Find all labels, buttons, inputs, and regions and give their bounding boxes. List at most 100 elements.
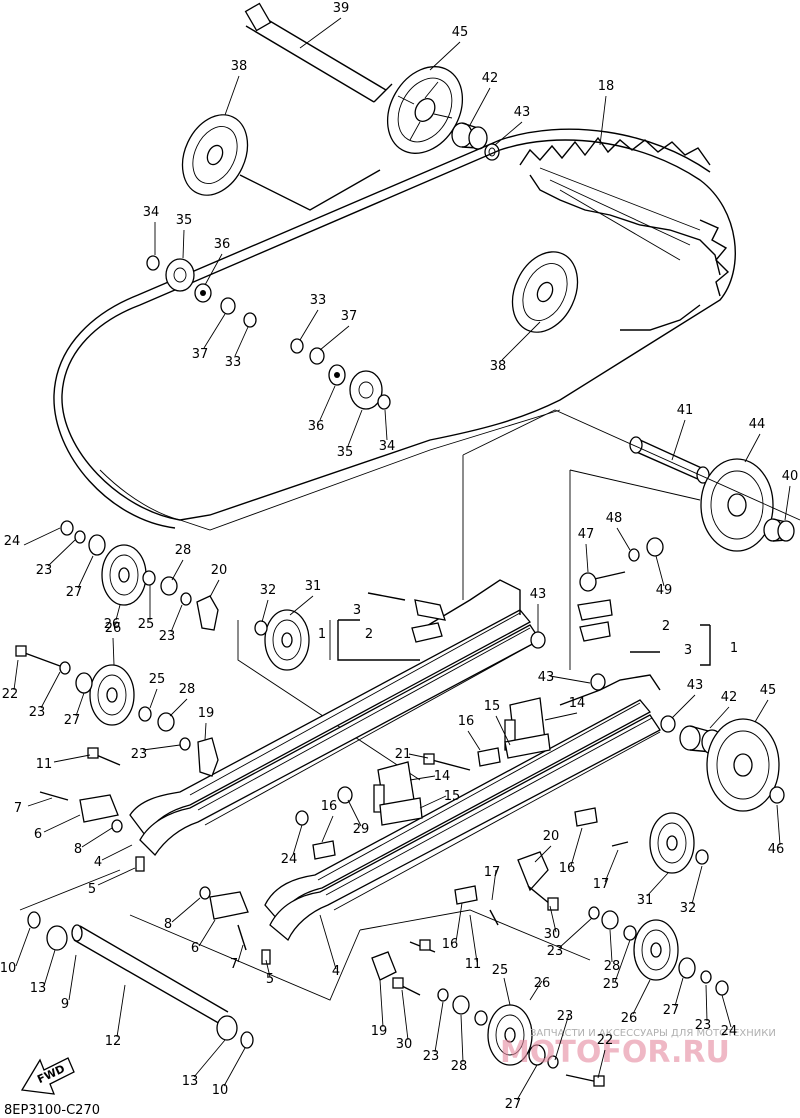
callout-leader-line <box>224 75 240 116</box>
wheel-26-b <box>89 664 135 726</box>
washer-23-a <box>74 530 86 544</box>
callout-leader-line <box>142 744 181 751</box>
collar-40 <box>763 518 795 542</box>
callout-leader-line <box>209 579 220 598</box>
bolt-11-b <box>409 939 436 953</box>
bearing-35-mid <box>349 370 383 410</box>
washer-8-b <box>199 886 211 900</box>
washer-37-mid <box>309 347 325 365</box>
callout-number-27: 27 <box>66 585 83 600</box>
bracket-20-b <box>517 851 549 892</box>
collar-13-b <box>216 1015 238 1041</box>
callout-number-27: 27 <box>663 1003 680 1018</box>
callout-number-27: 27 <box>505 1097 522 1112</box>
bearing-36-mid <box>328 364 346 386</box>
callout-leader-line <box>319 914 337 970</box>
callout-number-31: 31 <box>637 893 654 908</box>
wheel-31-a <box>264 609 310 671</box>
callout-leader-line <box>419 795 447 809</box>
callout-number-22: 22 <box>597 1033 614 1048</box>
spacer-34-left <box>146 255 160 271</box>
nut-43-c <box>660 715 676 733</box>
callout-number-34: 34 <box>379 439 396 454</box>
washer-23-c <box>59 661 71 675</box>
callout-number-28: 28 <box>451 1059 468 1074</box>
callout-leader-line <box>616 527 631 551</box>
callout-number-10: 10 <box>0 961 16 976</box>
callout-number-23: 23 <box>159 629 176 644</box>
callout-leader-line <box>744 433 761 463</box>
washer-23-e <box>588 906 600 920</box>
callout-number-43: 43 <box>687 678 704 693</box>
callout-leader-line <box>691 865 703 905</box>
callout-leader-line <box>549 675 591 684</box>
callout-number-42: 42 <box>721 690 738 705</box>
callout-leader-line <box>554 1013 570 1061</box>
callout-leader-line <box>171 559 184 581</box>
callout-number-23: 23 <box>29 705 46 720</box>
pad-16-c <box>574 807 598 827</box>
callout-number-4: 4 <box>332 964 340 979</box>
callout-leader-line <box>408 753 429 759</box>
callout-number-13: 13 <box>182 1074 199 1089</box>
callout-leader-line <box>27 797 53 807</box>
washer-28-b <box>157 712 175 732</box>
washer-37-left <box>220 297 236 315</box>
callout-number-24: 24 <box>4 534 21 549</box>
callout-number-19: 19 <box>371 1024 388 1039</box>
bolt-30-a <box>527 885 559 911</box>
callout-number-10: 10 <box>212 1083 229 1098</box>
idler-wheel-38-top <box>181 114 381 211</box>
callout-number-16: 16 <box>458 714 475 729</box>
callout-leader-line <box>597 1049 606 1079</box>
callout-leader-line <box>169 698 188 717</box>
callout-leader-line <box>609 929 613 963</box>
callout-number-24: 24 <box>721 1024 738 1039</box>
callout-number-8: 8 <box>74 842 82 857</box>
callout-number-29: 29 <box>353 822 370 837</box>
callout-number-23: 23 <box>557 1009 574 1024</box>
callout-number-33: 33 <box>310 293 327 308</box>
pin-17-a <box>611 841 629 847</box>
callout-number-37: 37 <box>192 347 209 362</box>
callout-leader-line <box>671 694 696 719</box>
shaft-41 <box>629 436 710 484</box>
callout-leader-line <box>149 688 158 709</box>
callout-leader-line <box>53 754 91 763</box>
callout-number-31: 31 <box>305 579 322 594</box>
bolt-22-b <box>565 1074 605 1087</box>
nut-24-c <box>715 980 729 996</box>
callout-number-11: 11 <box>465 957 482 972</box>
callout-number-4: 4 <box>94 855 102 870</box>
callout-leader-line <box>204 722 207 741</box>
callout-number-36: 36 <box>308 419 325 434</box>
washer-23-d <box>179 737 191 751</box>
callout-leader-line <box>705 984 708 1022</box>
nut-43-b <box>590 673 606 691</box>
callout-number-42: 42 <box>482 71 499 86</box>
callout-number-21: 21 <box>395 747 412 762</box>
callout-leader-line <box>409 775 436 781</box>
callout-number-26: 26 <box>534 976 551 991</box>
callout-leader-line <box>204 253 223 286</box>
callout-number-28: 28 <box>179 682 196 697</box>
callout-number-30: 30 <box>544 927 561 942</box>
washer-23-f <box>700 970 712 984</box>
bolt-47 <box>579 571 626 592</box>
axle-12 <box>71 924 229 1026</box>
callout-number-6: 6 <box>191 941 199 956</box>
washer-28-c <box>601 910 619 930</box>
callout-number-5: 5 <box>266 972 274 987</box>
callout-leader-line <box>347 409 363 447</box>
callout-leader-line <box>646 872 669 897</box>
bracket-20-a <box>196 595 219 631</box>
callout-leader-line <box>754 699 769 723</box>
drive-track-18 <box>53 128 736 531</box>
callout-number-23: 23 <box>131 747 148 762</box>
callout-number-20: 20 <box>211 563 228 578</box>
callout-leader-line <box>709 706 730 729</box>
wheel-26-c <box>633 919 679 981</box>
bearing-35-left <box>165 258 195 292</box>
callout-leader-line <box>467 730 481 751</box>
